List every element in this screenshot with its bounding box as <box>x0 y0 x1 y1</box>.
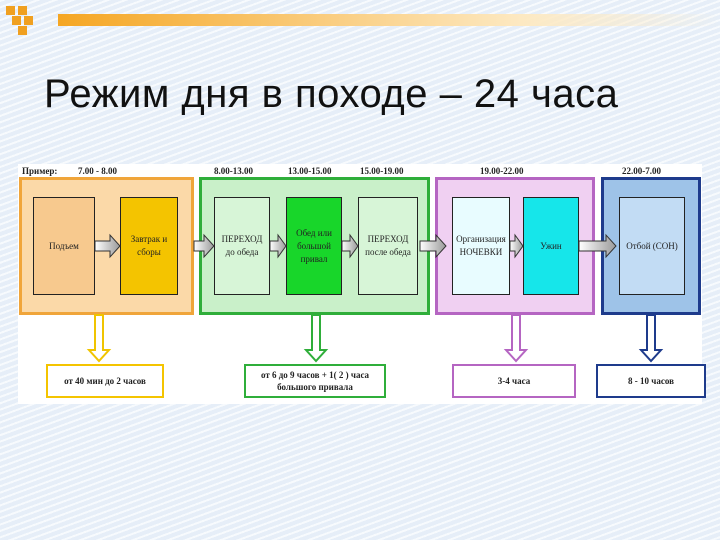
box-camp: Организация НОЧЕВКИ <box>452 197 510 295</box>
arrow-hike-camp <box>419 233 447 259</box>
daily-schedule-diagram: Пример: 7.00 - 8.00 8.00-13.00 13.00-15.… <box>18 164 706 404</box>
top-accent-bar <box>58 14 720 26</box>
header-time-3: 13.00-15.00 <box>288 166 332 176</box>
duration-morning: от 40 мин до 2 часов <box>46 364 164 398</box>
duration-evening: 3-4 часа <box>452 364 576 398</box>
header-time-6: 22.00-7.00 <box>622 166 661 176</box>
header-time-4: 15.00-19.00 <box>360 166 404 176</box>
arrow-lunch-hike <box>341 233 359 259</box>
corner-decoration <box>0 0 40 36</box>
header-time-2: 8.00-13.00 <box>214 166 253 176</box>
box-sleep: Отбой (СОН) <box>619 197 685 295</box>
duration-night: 8 - 10 часов <box>596 364 706 398</box>
box-evening-hike: ПЕРЕХОД после обеда <box>358 197 418 295</box>
arrow-down-night <box>638 314 664 363</box>
header-example: Пример: <box>22 166 58 176</box>
arrow-down-day <box>303 314 329 363</box>
header-time-1: 7.00 - 8.00 <box>78 166 117 176</box>
slide-title: Режим дня в походе – 24 часа <box>44 72 619 116</box>
arrow-down-morning <box>86 314 112 363</box>
header-time-5: 19.00-22.00 <box>480 166 524 176</box>
box-breakfast: Завтрак и сборы <box>120 197 178 295</box>
arrow-wakeup-breakfast <box>94 233 121 259</box>
arrow-dinner-sleep <box>578 233 617 259</box>
arrow-down-evening <box>503 314 529 363</box>
arrow-hike-lunch <box>269 233 287 259</box>
arrow-camp-dinner <box>509 233 524 259</box>
duration-day: от 6 до 9 часов + 1( 2 ) часа большого п… <box>244 364 386 398</box>
arrow-breakfast-hike <box>193 233 215 259</box>
flow-arrows <box>86 233 664 363</box>
